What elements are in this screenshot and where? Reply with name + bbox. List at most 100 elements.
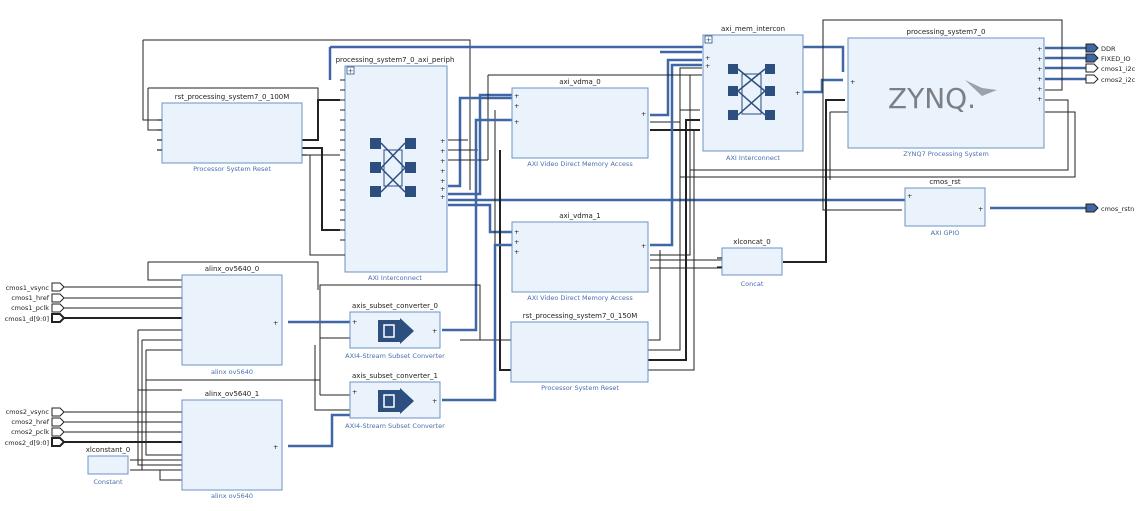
mem-intercon-title: axi_mem_intercon	[721, 25, 785, 33]
interconnect-icon	[728, 64, 775, 120]
ov5640-1-subtitle: alinx ov5640	[211, 492, 253, 500]
xlconcat-subtitle: Concat	[741, 280, 764, 288]
ov5640-0-block[interactable]: alinx_ov5640_0 alinx ov5640 +	[181, 265, 283, 376]
converter1-title: axis_subset_converter_1	[352, 372, 438, 380]
svg-text:+: +	[514, 248, 519, 256]
svg-text:+: +	[348, 67, 354, 75]
svg-text:cmos2_d[9:0]: cmos2_d[9:0]	[5, 439, 49, 447]
input-port[interactable]: cmos1_vsync	[6, 282, 65, 292]
svg-text:+: +	[440, 137, 445, 145]
svg-text:+: +	[432, 327, 437, 335]
svg-text:+: +	[641, 242, 646, 250]
svg-text:cmos2_i2c: cmos2_i2c	[1101, 76, 1136, 84]
svg-text:DDR: DDR	[1101, 45, 1116, 53]
ov5640-1-title: alinx_ov5640_1	[205, 390, 259, 398]
svg-text:+: +	[795, 89, 800, 97]
xlconcat-block[interactable]: xlconcat_0 Concat	[717, 238, 783, 288]
svg-text:+: +	[352, 388, 357, 396]
input-port[interactable]: cmos2_href	[11, 417, 65, 427]
svg-text:+: +	[1037, 65, 1042, 73]
svg-text:+: +	[514, 238, 519, 246]
svg-text:cmos2_vsync: cmos2_vsync	[6, 408, 50, 416]
vdma1-title: axi_vdma_1	[559, 212, 601, 220]
output-port[interactable]: FIXED_IO	[1085, 53, 1131, 63]
svg-text:cmos_rstn: cmos_rstn	[1101, 205, 1134, 213]
rst-100m-subtitle: Processor System Reset	[193, 165, 271, 173]
wires	[63, 19, 1090, 481]
converter0-subtitle: AXI4-Stream Subset Converter	[345, 352, 445, 360]
svg-text:+: +	[850, 78, 855, 86]
ps7-block[interactable]: processing_system7_0 ZYNQ7 Processing Sy…	[847, 28, 1045, 158]
axi-periph-block[interactable]: processing_system7_0_axi_periph AXI Inte…	[336, 56, 455, 282]
svg-text:FIXED_IO: FIXED_IO	[1101, 55, 1131, 63]
zynq-swoosh-icon	[965, 80, 997, 96]
zynq-logo: ZYNQ.	[888, 82, 976, 115]
xlconcat-title: xlconcat_0	[733, 238, 771, 246]
svg-text:+: +	[705, 62, 710, 70]
svg-text:+: +	[432, 397, 437, 405]
svg-text:+: +	[440, 193, 445, 201]
converter1-block[interactable]: axis_subset_converter_1 AXI4-Stream Subs…	[345, 372, 445, 430]
svg-text:+: +	[440, 167, 445, 175]
vdma1-subtitle: AXI Video Direct Memory Access	[527, 294, 633, 302]
cmos-rst-subtitle: AXI GPIO	[931, 229, 960, 237]
stream-converter-icon	[378, 388, 414, 414]
axi-periph-title: processing_system7_0_axi_periph	[336, 56, 455, 64]
svg-text:+: +	[273, 443, 278, 451]
input-port[interactable]: cmos2_d[9:0]	[5, 437, 66, 447]
svg-text:+: +	[440, 185, 445, 193]
svg-text:cmos2_pclk: cmos2_pclk	[11, 428, 49, 436]
converter0-block[interactable]: axis_subset_converter_0 AXI4-Stream Subs…	[345, 302, 445, 360]
svg-text:+: +	[1037, 95, 1042, 103]
svg-text:+: +	[1037, 75, 1042, 83]
external-input-ports: cmos1_vsync cmos1_href cmos1_pclk cmos1_…	[5, 282, 66, 447]
svg-text:+: +	[1037, 85, 1042, 93]
rst-150m-block[interactable]: rst_processing_system7_0_150M Processor …	[510, 312, 649, 392]
mem-intercon-block[interactable]: axi_mem_intercon AXI Interconnect + ++ +	[702, 25, 804, 162]
ov5640-0-title: alinx_ov5640_0	[205, 265, 259, 273]
vdma0-title: axi_vdma_0	[559, 78, 601, 86]
output-port[interactable]: cmos2_i2c	[1085, 74, 1136, 84]
xlconstant-block[interactable]: xlconstant_0 Constant	[86, 446, 130, 486]
cmos-rst-block[interactable]: cmos_rst AXI GPIO + +	[904, 178, 986, 237]
cmos-rst-title: cmos_rst	[929, 178, 961, 186]
stream-converter-icon	[378, 318, 414, 344]
ov5640-1-block[interactable]: alinx_ov5640_1 alinx ov5640 +	[181, 390, 283, 500]
input-port[interactable]: cmos1_d[9:0]	[5, 313, 66, 323]
svg-text:cmos1_i2c: cmos1_i2c	[1101, 65, 1136, 73]
output-port[interactable]: cmos_rstn	[1085, 203, 1134, 213]
input-port[interactable]: cmos1_pclk	[11, 303, 65, 313]
vdma1-block[interactable]: axi_vdma_1 AXI Video Direct Memory Acces…	[511, 212, 649, 302]
svg-text:+: +	[440, 157, 445, 165]
input-port[interactable]: cmos1_href	[11, 293, 65, 303]
svg-text:+: +	[352, 318, 357, 326]
mem-intercon-subtitle: AXI Interconnect	[726, 154, 780, 162]
svg-text:+: +	[514, 228, 519, 236]
output-port[interactable]: DDR	[1085, 43, 1116, 53]
svg-text:+: +	[978, 205, 983, 213]
rst-100m-title: rst_processing_system7_0_100M	[175, 93, 290, 101]
vdma0-block[interactable]: axi_vdma_0 AXI Video Direct Memory Acces…	[511, 78, 649, 168]
vdma0-subtitle: AXI Video Direct Memory Access	[527, 160, 633, 168]
axi-periph-subtitle: AXI Interconnect	[368, 274, 422, 282]
svg-text:+: +	[1037, 45, 1042, 53]
input-port[interactable]: cmos2_vsync	[6, 407, 65, 417]
rst-100m-block[interactable]: rst_processing_system7_0_100M Processor …	[157, 93, 307, 173]
xlconstant-subtitle: Constant	[93, 478, 123, 486]
converter1-subtitle: AXI4-Stream Subset Converter	[345, 422, 445, 430]
rst-150m-subtitle: Processor System Reset	[541, 384, 619, 392]
svg-text:+: +	[273, 319, 278, 327]
rst-150m-title: rst_processing_system7_0_150M	[523, 312, 638, 320]
svg-text:+: +	[705, 54, 710, 62]
input-port[interactable]: cmos2_pclk	[11, 427, 65, 437]
svg-text:+: +	[706, 36, 712, 44]
ps7-subtitle: ZYNQ7 Processing System	[903, 150, 989, 158]
interconnect-icon	[370, 138, 416, 197]
xlconstant-title: xlconstant_0	[86, 446, 130, 454]
external-output-ports: DDR FIXED_IO cmos1_i2c cmos2_i2c cmos_rs…	[1085, 43, 1136, 213]
svg-text:+: +	[514, 102, 519, 110]
svg-text:cmos1_href: cmos1_href	[11, 294, 49, 302]
output-port[interactable]: cmos1_i2c	[1085, 63, 1136, 73]
converter0-title: axis_subset_converter_0	[352, 302, 438, 310]
